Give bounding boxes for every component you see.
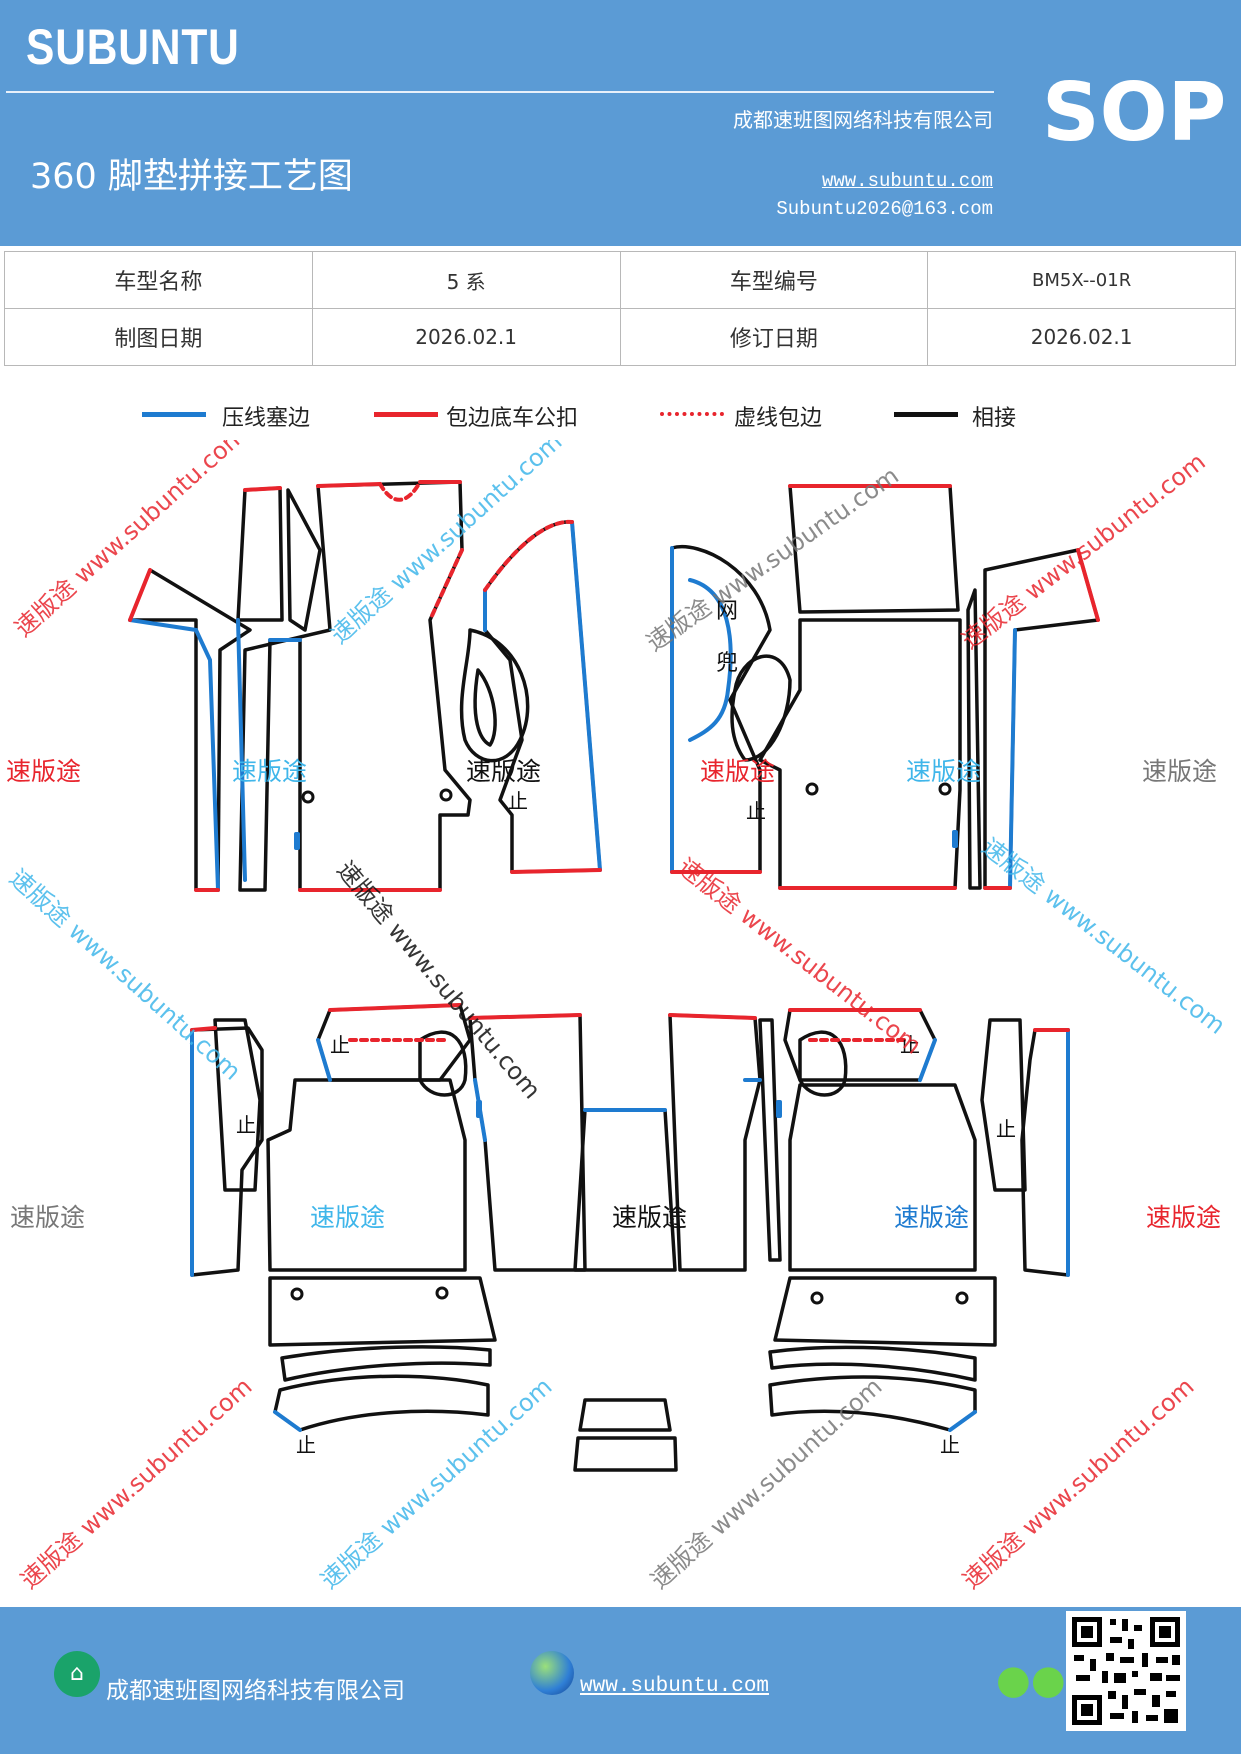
rear-left-cushion — [268, 1276, 497, 1347]
front-left-strip-inner — [286, 488, 322, 632]
website-link[interactable]: www.subuntu.com — [821, 170, 993, 192]
footer-website-link[interactable]: www.subuntu.com — [580, 1675, 770, 1698]
rear-left-main-mat — [266, 1078, 467, 1272]
watermark-url: 速版途 www.subuntu.com — [645, 1372, 887, 1594]
front-left-strip — [236, 486, 284, 622]
legend-swatch-red-dashed — [660, 412, 724, 416]
front-left-right-piece — [483, 520, 602, 874]
header-banner: SUBUNTU 成都速班图网络科技有限公司 360 脚垫拼接工艺图 www.su… — [0, 0, 1241, 246]
legend-label: 相接 — [972, 406, 1017, 431]
stop-mark: 止 — [508, 789, 528, 813]
front-right-main-mat — [758, 618, 962, 890]
rear-left-strip — [213, 1018, 262, 1192]
rear-right-strip-a — [758, 1018, 782, 1262]
company-name: 成都速班图网络科技有限公司 — [733, 108, 993, 132]
home-icon: ⌂ — [54, 1651, 100, 1697]
table-row: 制图日期 2026.02.1 修订日期 2026.02.1 — [4, 308, 1236, 366]
watermark-url: 速版途 www.subuntu.com — [325, 440, 567, 649]
stop-mark: 止 — [940, 1433, 960, 1457]
rear-right-hump-pad — [798, 1030, 848, 1097]
watermark-text: 速版途 — [310, 1203, 385, 1232]
stop-mark: 止 — [236, 1113, 256, 1137]
legend-label: 虚线包边 — [734, 406, 823, 431]
table-row: 车型名称 5 系 车型编号 BM5X--01R — [4, 251, 1236, 309]
rear-right-strip — [980, 1018, 1027, 1192]
footer-bar: ⌂ 成都速班图网络科技有限公司 www.subuntu.com ●● — [0, 1607, 1241, 1754]
stop-mark: 止 — [900, 1033, 920, 1057]
stop-mark: 止 — [746, 799, 766, 823]
wechat-icon[interactable]: ●● — [996, 1657, 1066, 1703]
rear-right-cushion — [773, 1276, 997, 1347]
label-revise-date: 修订日期 — [619, 308, 929, 366]
sop-label: SOP — [1042, 66, 1227, 159]
label-model-code: 车型编号 — [619, 251, 929, 309]
value-model-name: 5 系 — [311, 251, 621, 309]
label-draw-date: 制图日期 — [4, 308, 313, 366]
legend: 压线塞边 包边底车公扣 虚线包边 相接 — [0, 398, 1241, 438]
stop-mark: 止 — [996, 1117, 1016, 1141]
watermark-url: 速版途 www.subuntu.com — [331, 856, 546, 1104]
value-model-code: BM5X--01R — [927, 251, 1236, 309]
label-model-name: 车型名称 — [4, 251, 313, 309]
watermark-text: 速版途 — [466, 757, 541, 786]
rear-left-lower-curve-b — [273, 1374, 490, 1432]
front-right-side-strip — [966, 588, 982, 890]
watermark-text: 速版途 — [6, 757, 81, 786]
net-pocket-label-2: 兜 — [716, 651, 738, 676]
watermark-url: 速版途 www.subuntu.com — [956, 447, 1210, 654]
net-pocket-label-1: 网 — [716, 599, 738, 624]
email-address: Subuntu2026@163.com — [776, 198, 993, 220]
footer-company-name: 成都速班图网络科技有限公司 — [106, 1678, 405, 1704]
watermark-text: 速版途 — [1142, 757, 1217, 786]
value-revise-date: 2026.02.1 — [927, 308, 1236, 366]
front-left-side-piece — [128, 568, 252, 892]
stop-mark: 止 — [330, 1033, 350, 1057]
rear-left-lower-curve-a — [280, 1345, 492, 1382]
net-pocket-line — [688, 578, 733, 742]
vehicle-info-table: 车型名称 5 系 车型编号 BM5X--01R 制图日期 2026.02.1 修… — [4, 251, 1236, 366]
legend-swatch-red — [374, 412, 438, 417]
qr-code-icon — [1066, 1611, 1186, 1731]
rear-right-main-mat — [788, 1083, 977, 1272]
front-right-left-piece — [670, 545, 772, 874]
rear-center-small-top — [578, 1398, 672, 1432]
watermark-text: 速版途 — [894, 1203, 969, 1232]
watermark-text: 速版途 — [906, 757, 981, 786]
watermark-text: 速版途 — [232, 757, 307, 786]
watermark-url: 速版途 www.subuntu.com — [957, 1372, 1199, 1594]
front-left-heel-pad — [459, 628, 530, 763]
stop-mark: 止 — [296, 1433, 316, 1457]
floor-mat-pattern-diagram: 网 兜 止 止 止 止 止 止 止 止 速版途 速版途 速版途 速版途 速版途 … — [4, 440, 1231, 1594]
value-draw-date: 2026.02.1 — [311, 308, 621, 366]
front-right-heel-pad — [730, 654, 792, 762]
legend-swatch-blue — [142, 412, 206, 417]
watermark-url: 速版途 www.subuntu.com — [641, 461, 903, 656]
rear-center-tunnel — [573, 1108, 677, 1272]
watermark-url: 速版途 www.subuntu.com — [315, 1372, 557, 1594]
watermark-url: 速版途 www.subuntu.com — [672, 853, 926, 1060]
watermark-text: 速版途 — [1146, 1203, 1221, 1232]
rear-right-side-piece — [1020, 1028, 1070, 1277]
watermark-text: 速版途 — [700, 757, 775, 786]
rear-right-lower-curve-a — [768, 1345, 977, 1382]
rear-center-small-bottom — [573, 1436, 678, 1472]
brand-logo: SUBUNTU — [26, 19, 240, 75]
watermark-text: 速版途 — [612, 1203, 687, 1232]
rear-left-hump-pad — [418, 1030, 468, 1097]
globe-icon — [530, 1651, 574, 1695]
watermark-text: 速版途 — [10, 1203, 85, 1232]
rear-left-side-piece — [190, 1026, 264, 1277]
watermark-url: 速版途 www.subuntu.com — [15, 1372, 257, 1594]
watermark-url: 速版途 www.subuntu.com — [976, 833, 1230, 1040]
watermark-url: 速版途 www.subuntu.com — [4, 864, 246, 1086]
watermark-url: 速版途 www.subuntu.com — [9, 440, 251, 642]
legend-swatch-black — [894, 412, 958, 417]
legend-label: 压线塞边 — [222, 406, 311, 431]
legend-label: 包边底车公扣 — [446, 406, 579, 431]
header-divider — [6, 91, 994, 93]
front-left-heel-pad-inner — [473, 668, 497, 747]
document-title: 360 脚垫拼接工艺图 — [30, 157, 353, 197]
